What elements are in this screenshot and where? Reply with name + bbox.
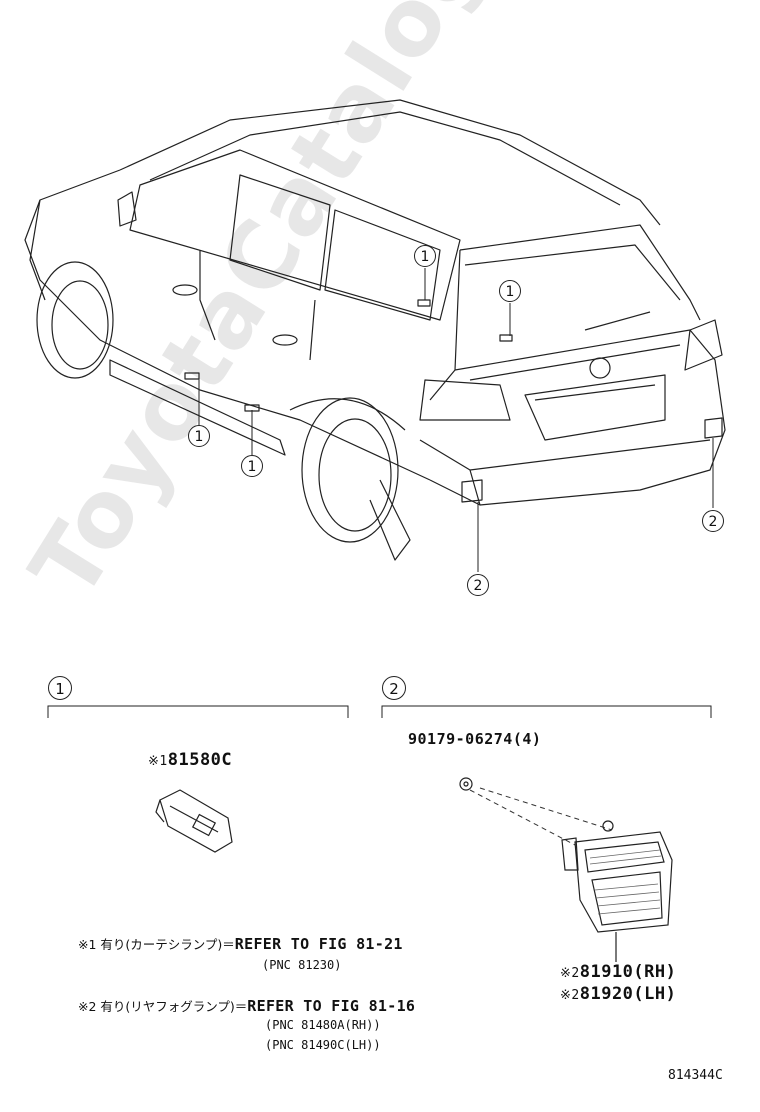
note-1-pnc: (PNC 81230) [262,958,342,972]
part-81920-lh: 81920(LH) [579,984,677,1004]
part-81910-rh: 81910(RH) [579,962,677,982]
callout-1-front-door: 1 [188,425,210,447]
note-ref-2-lh: ※2 [560,988,580,1003]
bolt-part-number: 90179-06274(4) [408,730,542,748]
fog-lamp-rh-part-number: ※281910(RH) [560,962,676,982]
callout-2-right-fog: 2 [702,510,724,532]
note-2-text: ※2 有り(リヤフォグランプ)＝ [78,999,248,1014]
figure-number: 814344C [668,1068,723,1083]
note-2-refer: REFER TO FIG 81-16 [247,997,416,1015]
callout-2-left-fog: 2 [467,574,489,596]
note-ref-1: ※1 [148,754,168,769]
fog-lamp-lh-part-number: ※281920(LH) [560,984,676,1004]
section-2-label: 2 [382,676,406,700]
note-2-pnc-rh: (PNC 81480A(RH)) [265,1018,381,1032]
callout-1-rear-door: 1 [241,455,263,477]
note-ref-2-rh: ※2 [560,966,580,981]
courtesy-lamp-part-number: ※181580C [148,750,232,770]
note-1-refer: REFER TO FIG 81-21 [234,935,403,953]
note-2: ※2 有り(リヤフォグランプ)＝REFER TO FIG 81-16 [78,996,415,1015]
note-2-pnc-lh: (PNC 81490C(LH)) [265,1038,381,1052]
note-1: ※1 有り(カーテシランプ)＝REFER TO FIG 81-21 [78,934,403,953]
callout-1-rear-quarter: 1 [414,245,436,267]
callout-1-hatch: 1 [499,280,521,302]
section-1-label: 1 [48,676,72,700]
note-1-text: ※1 有り(カーテシランプ)＝ [78,937,235,952]
part-81580c: 81580C [167,750,233,770]
